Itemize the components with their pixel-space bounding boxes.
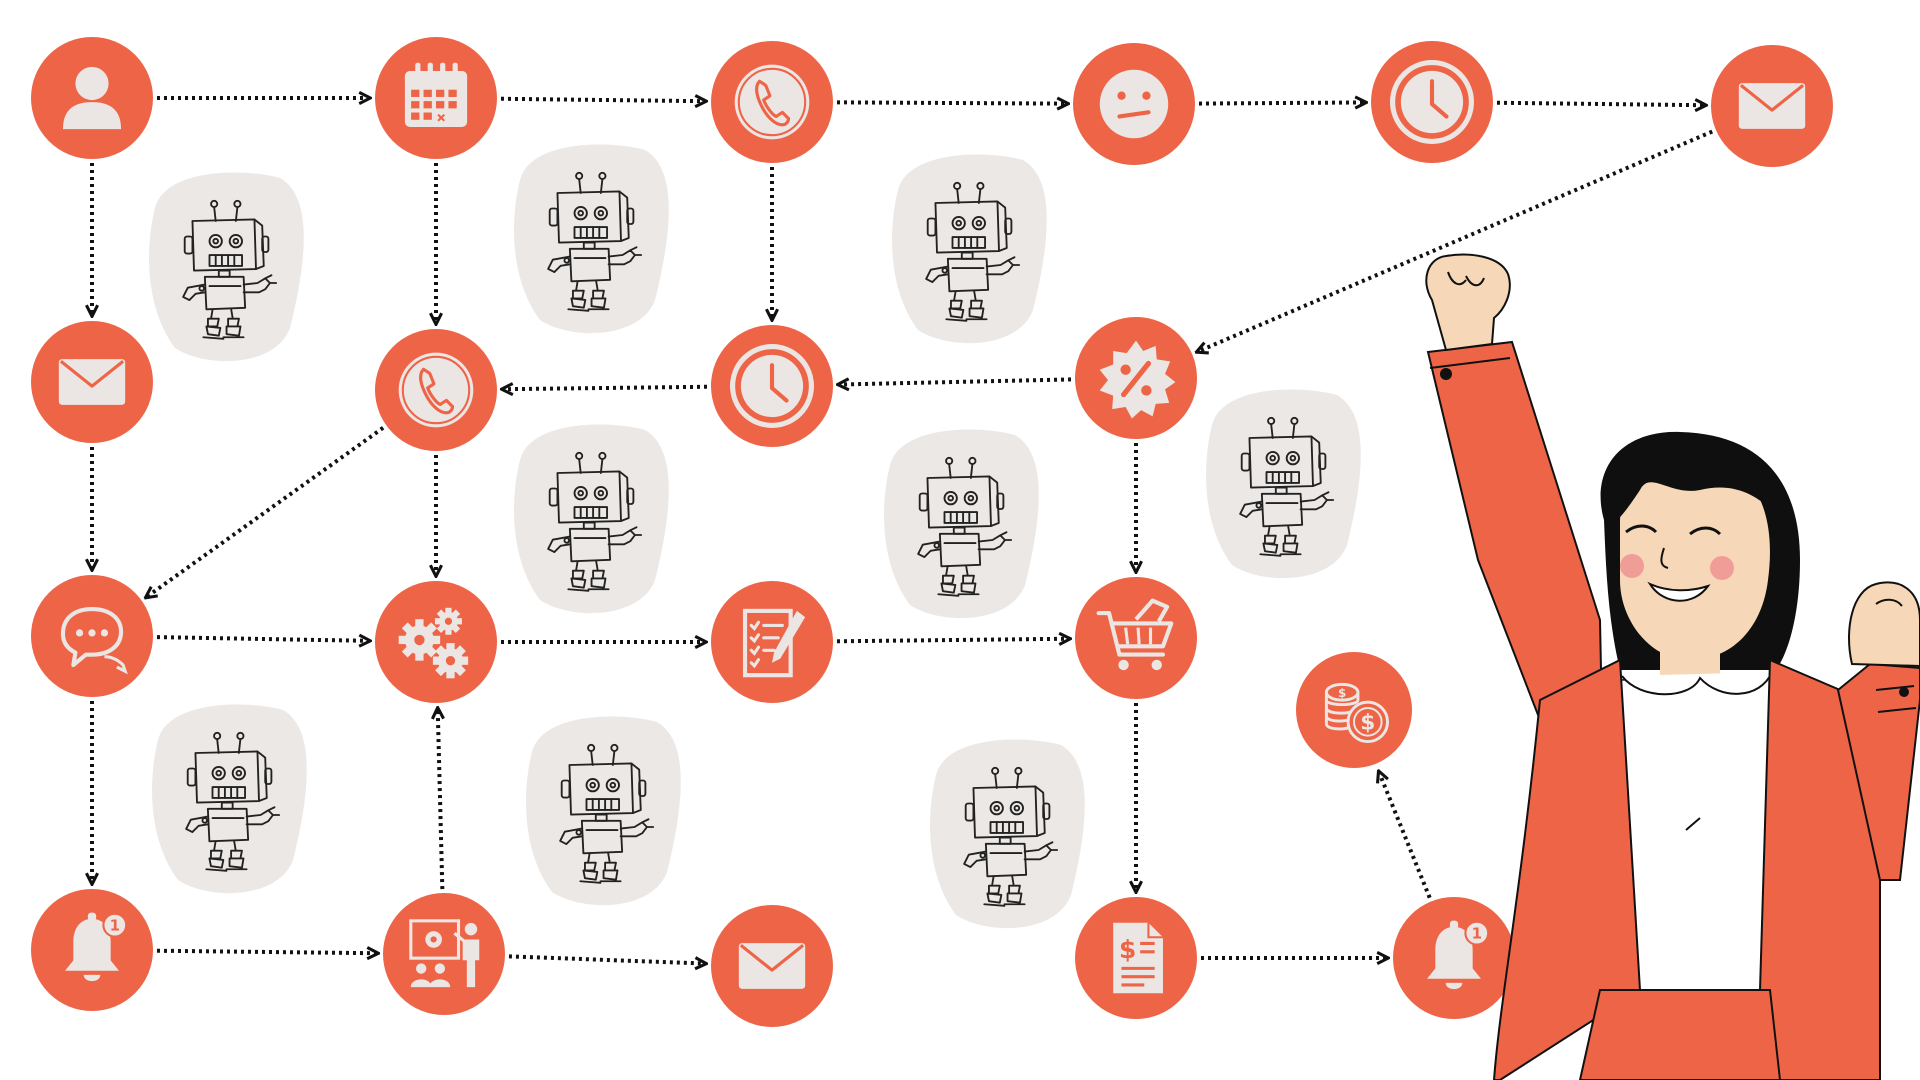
node-clock xyxy=(711,325,833,447)
connector-arrows xyxy=(92,98,1714,964)
connector-arrow-n4-n5 xyxy=(1198,102,1365,103)
connector-arrow-n9-n8 xyxy=(503,387,708,389)
node-calendar xyxy=(375,37,497,159)
robot-illustration xyxy=(892,154,1047,344)
robot-illustration xyxy=(1206,389,1361,579)
node-notification-bell: 1 xyxy=(31,889,153,1011)
connector-arrow-n13-n14 xyxy=(836,639,1069,642)
connector-arrow-n16-n17 xyxy=(156,951,377,954)
node-checklist-pen xyxy=(711,581,833,703)
connector-arrow-n20-n15 xyxy=(1379,772,1432,899)
connector-arrow-n2-n3 xyxy=(500,99,705,101)
invoice-icon xyxy=(1111,921,1165,995)
robot-illustration xyxy=(884,429,1039,619)
node-gears xyxy=(375,581,497,703)
connector-arrow-n3-n4 xyxy=(836,102,1067,103)
connector-arrow-n10-n9 xyxy=(839,379,1072,384)
node-phone xyxy=(375,329,497,451)
node-neutral-face xyxy=(1073,43,1195,165)
node-user xyxy=(31,37,153,159)
robot-illustration xyxy=(930,739,1085,929)
robot-illustration xyxy=(514,424,669,614)
node-clock xyxy=(1371,41,1493,163)
neutral-face-icon xyxy=(1100,70,1168,138)
node-discount-badge xyxy=(1075,317,1197,439)
node-notification-bell: 1 xyxy=(1393,897,1515,1019)
node-circle xyxy=(711,581,833,703)
robot-illustration xyxy=(152,704,307,894)
celebrating-woman-illustration xyxy=(1425,253,1920,1080)
node-chat-bubbles xyxy=(31,575,153,697)
robot-illustrations xyxy=(149,144,1361,929)
connector-arrow-n5-n6 xyxy=(1496,103,1705,105)
phone-icon xyxy=(733,63,811,141)
node-envelope xyxy=(31,321,153,443)
connector-arrow-n11-n12 xyxy=(156,637,369,641)
clock-icon xyxy=(1393,63,1472,142)
robot-illustration xyxy=(149,172,304,362)
node-envelope xyxy=(1711,45,1833,167)
robot-illustration xyxy=(526,716,681,906)
node-invoice xyxy=(1075,897,1197,1019)
connector-arrow-n17-n18 xyxy=(508,954,705,963)
connector-arrow-n6-n10 xyxy=(1198,129,1714,352)
node-coins xyxy=(1296,652,1412,768)
node-envelope xyxy=(711,905,833,1027)
notification-badge-count: 1 xyxy=(110,916,120,934)
connector-arrow-n17-n12 xyxy=(438,709,443,890)
node-presentation xyxy=(383,893,505,1015)
node-shopping-cart xyxy=(1075,577,1197,699)
envelope-icon xyxy=(57,357,127,407)
notification-badge-count: 1 xyxy=(1472,924,1482,942)
envelope-icon xyxy=(1737,81,1807,131)
node-circle xyxy=(1075,577,1197,699)
phone-icon xyxy=(397,351,475,429)
node-phone xyxy=(711,41,833,163)
node-circle xyxy=(383,893,505,1015)
robot-illustration xyxy=(514,144,669,334)
calendar-icon xyxy=(403,61,469,129)
envelope-icon xyxy=(737,941,807,991)
clock-icon xyxy=(733,347,812,426)
connector-arrow-n8-n11 xyxy=(146,426,385,597)
